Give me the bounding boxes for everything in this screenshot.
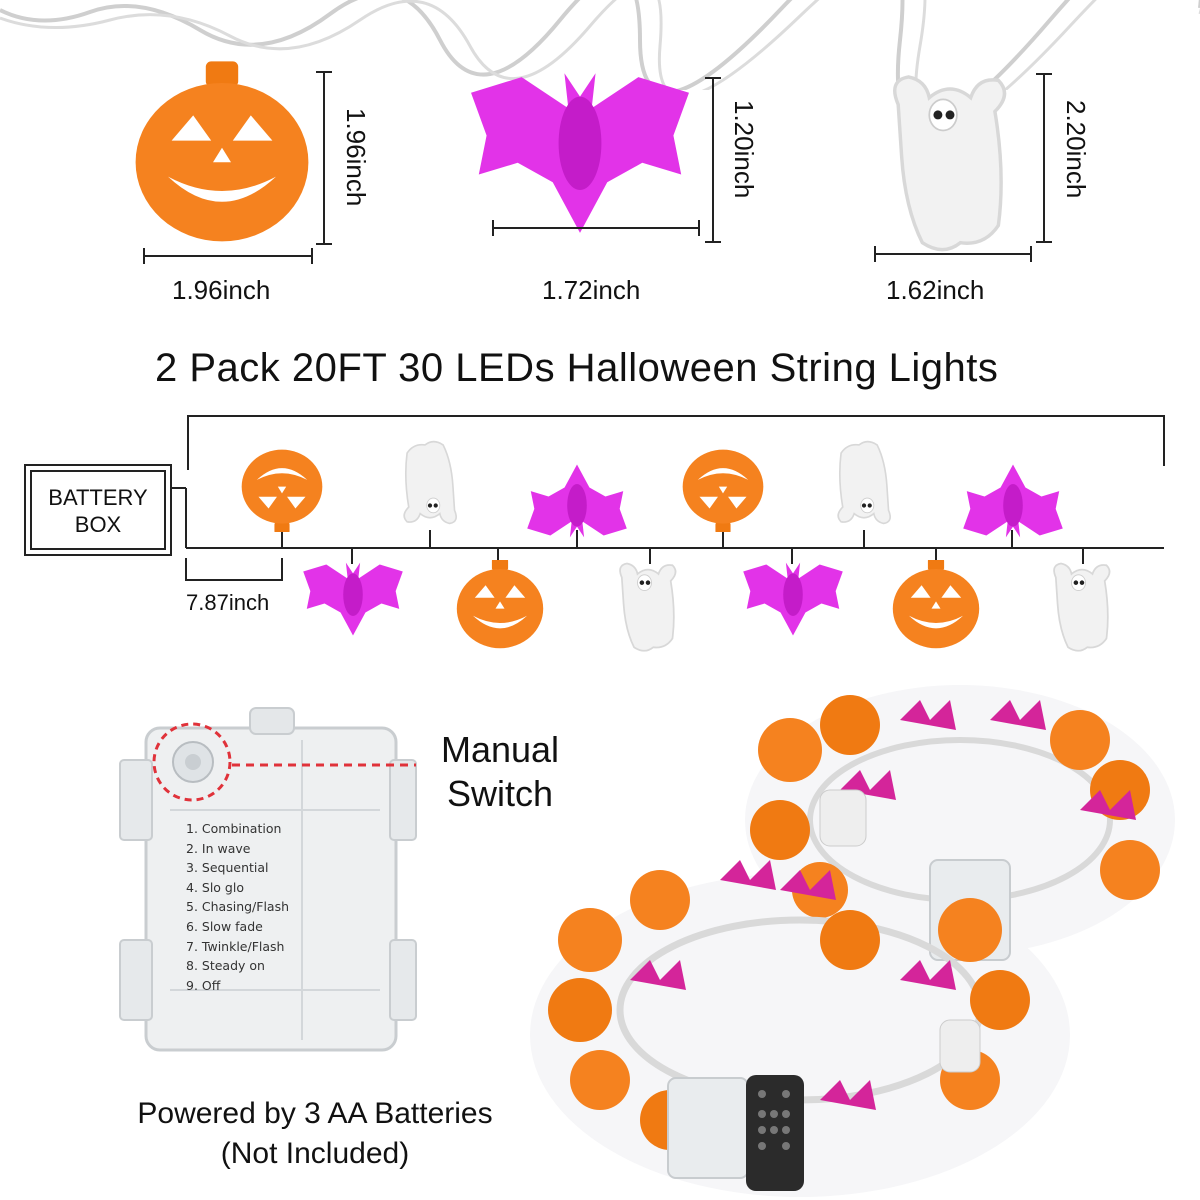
pumpkin-icon — [456, 560, 544, 649]
mode-list: 1. Combination 2. In wave 3. Sequential … — [186, 819, 289, 995]
manual-switch-label-1: Manual — [440, 729, 560, 770]
ghost-icon — [837, 440, 892, 525]
pumpkin-icon — [241, 449, 323, 532]
manual-switch-label-2: Switch — [446, 773, 554, 814]
mode-item: 3. Sequential — [186, 860, 269, 876]
mode-item: 8. Steady on — [186, 958, 265, 974]
product-photo — [530, 685, 1175, 1197]
ghost-icon — [619, 562, 677, 652]
ghost-width-label: 1.62inch — [886, 275, 985, 305]
bat-icon — [527, 464, 627, 538]
ghost-height-line — [1036, 73, 1052, 243]
remote-control — [752, 1082, 802, 1182]
battery-caption: Powered by 3 AA Batteries (Not Included) — [60, 1094, 570, 1174]
remote-button — [758, 1110, 766, 1118]
battery-caption-line-2: (Not Included) — [220, 1137, 410, 1170]
battery-caption-line-1: Powered by 3 AA Batteries — [137, 1097, 493, 1130]
bat-width-line — [492, 220, 700, 236]
bat-width-label: 1.72inch — [542, 275, 641, 305]
string-diagram — [172, 415, 1165, 581]
pumpkin-height-label: 1.96inch — [341, 108, 371, 207]
remote-button — [782, 1126, 790, 1134]
ghost-height-label: 2.20inch — [1061, 100, 1091, 199]
remote-button — [782, 1142, 790, 1150]
pumpkin-height-line — [316, 71, 332, 245]
bat-height-label: 1.20inch — [729, 100, 759, 199]
remote-button — [770, 1110, 778, 1118]
mode-item: 7. Twinkle/Flash — [186, 938, 285, 954]
pumpkin-icon — [682, 449, 764, 532]
mode-item: 5. Chasing/Flash — [186, 899, 290, 915]
ghost-icon — [1053, 562, 1111, 652]
pumpkin-icon — [135, 61, 309, 242]
remote-button — [770, 1126, 778, 1134]
mode-item: 1. Combination — [186, 821, 282, 836]
top-wire — [0, 0, 1200, 90]
spacing-label: 7.87inch — [186, 590, 270, 615]
battery-box-photo — [119, 707, 417, 1052]
mode-item: 4. Slo glo — [186, 879, 244, 895]
pumpkin-width-label: 1.96inch — [172, 275, 271, 305]
ghost-icon — [403, 440, 458, 525]
bat-height-line — [705, 77, 721, 243]
ghost-width-line — [874, 246, 1032, 262]
remote-button — [758, 1126, 766, 1134]
remote-button — [758, 1090, 766, 1098]
battery-box-label-2: BOX — [74, 512, 122, 537]
remote-button — [758, 1142, 766, 1150]
remote-button — [782, 1110, 790, 1118]
bat-icon — [743, 562, 843, 636]
manual-switch-callout: Manual Switch — [420, 728, 580, 816]
product-title: 2 Pack 20FT 30 LEDs Halloween String Lig… — [155, 346, 999, 390]
mode-item: 2. In wave — [186, 840, 251, 856]
pumpkin-width-line — [143, 248, 313, 264]
battery-box-label-1: BATTERY — [48, 485, 148, 510]
battery-box: BATTERY BOX — [24, 464, 172, 556]
pumpkin-icon — [892, 560, 980, 649]
remote-button — [782, 1090, 790, 1098]
bat-icon — [963, 464, 1063, 538]
bat-icon — [303, 562, 403, 636]
mode-item: 9. Off — [186, 977, 221, 993]
ghost-icon — [893, 75, 1007, 252]
bat-icon — [471, 73, 689, 233]
mode-item: 6. Slow fade — [186, 918, 263, 934]
